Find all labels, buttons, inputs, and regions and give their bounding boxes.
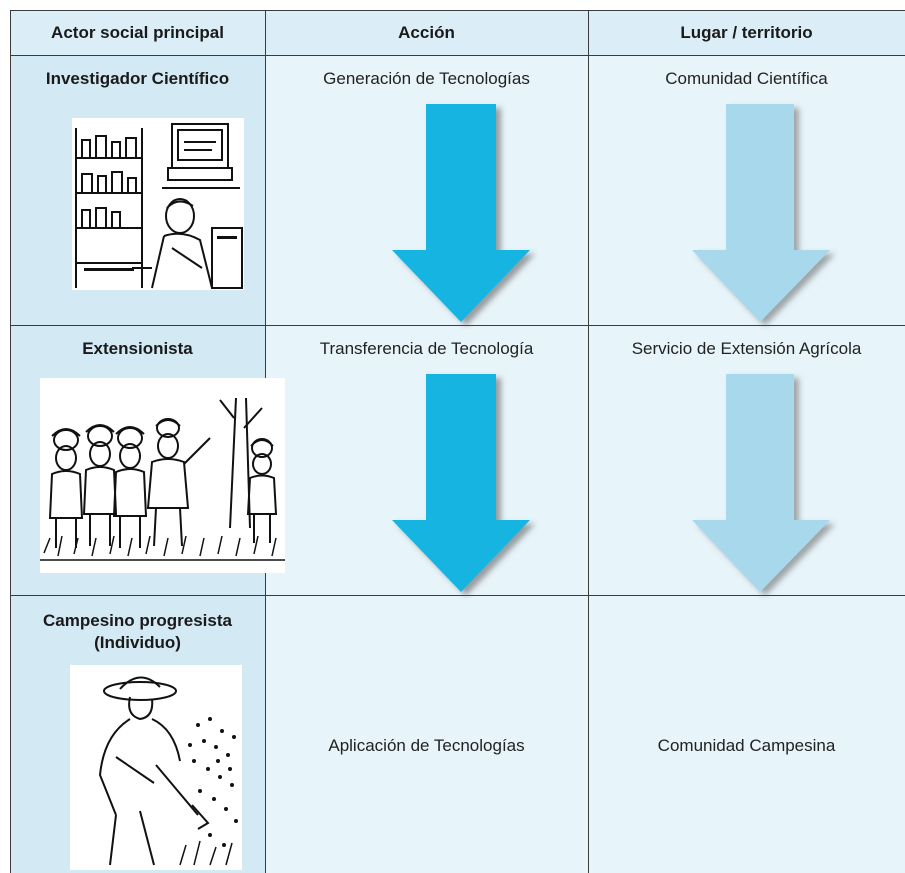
place-comunidad-campesina: Comunidad Campesina [657,736,836,755]
arrow-down-dark-2 [392,374,530,592]
header-accion: Acción [265,10,588,55]
header-actor-label: Actor social principal [51,22,224,42]
farmer-illustration [70,665,242,870]
grid-line [10,10,905,11]
grid-line [10,325,905,326]
action-generacion: Generación de Tecnologías [323,69,530,88]
header-actor: Actor social principal [10,10,265,55]
actor-extensionista: Extensionista [82,339,193,358]
arrow-down-light-1 [692,104,830,322]
header-lugar-label: Lugar / territorio [680,22,813,42]
actor-campesino: Campesino progresista (Individuo) [10,610,265,654]
arrow-down-dark-1 [392,104,530,322]
header-lugar: Lugar / territorio [588,10,905,55]
action-transferencia: Transferencia de Tecnología [319,339,534,358]
grid-line [10,595,905,596]
place-servicio-extension: Servicio de Extensión Agrícola [631,339,862,358]
grid-line [10,10,11,873]
actor-campesino-line2: (Individuo) [94,633,181,652]
place-comunidad-cientifica: Comunidad Científica [665,69,828,88]
grid-line [10,55,905,56]
action-aplicacion: Aplicación de Tecnologías [328,736,525,755]
header-accion-label: Acción [398,22,455,42]
actor-investigador: Investigador Científico [45,69,230,88]
extension-workers-illustration [40,378,285,573]
actor-campesino-line1: Campesino progresista [43,611,232,630]
scientist-illustration [72,118,244,290]
grid-line [588,10,589,873]
arrow-down-light-2 [692,374,830,592]
